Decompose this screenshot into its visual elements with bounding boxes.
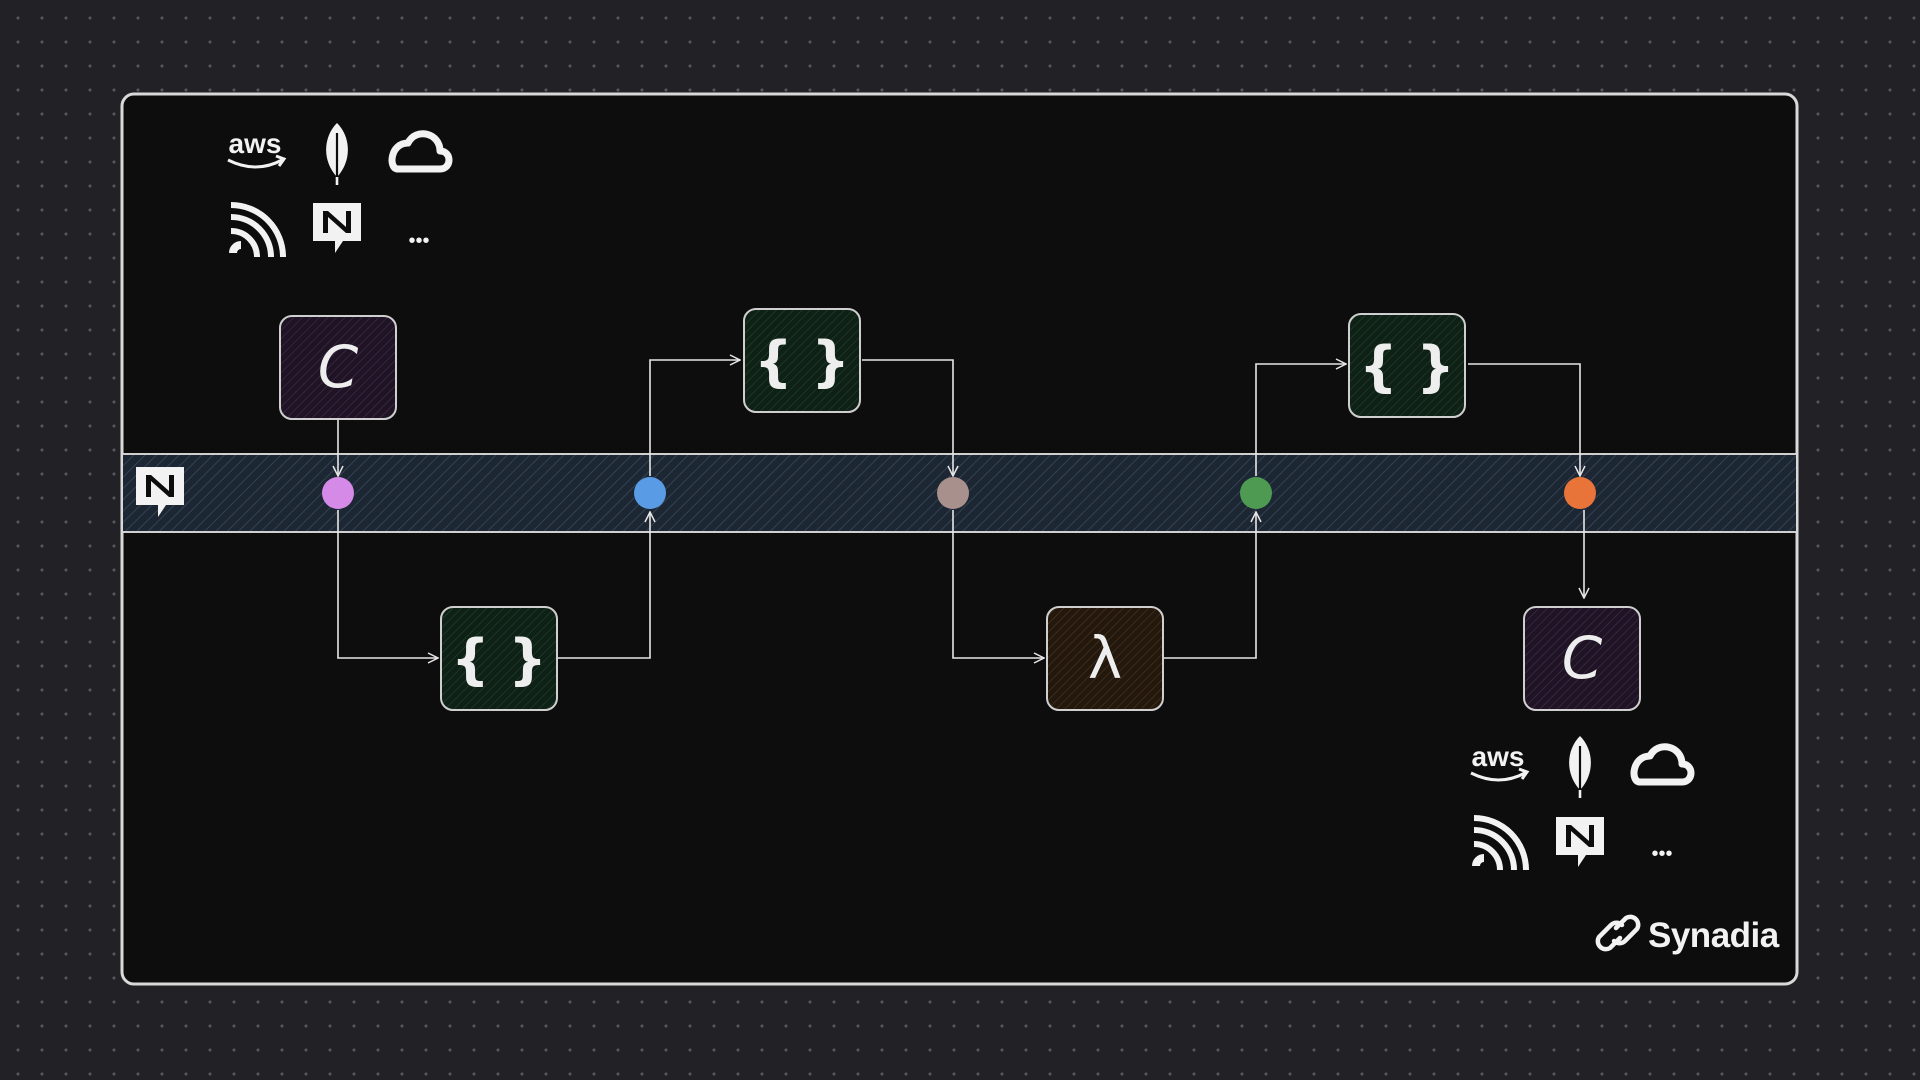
- node-function-2[interactable]: { }: [743, 308, 861, 413]
- more-dots: •••: [408, 230, 429, 252]
- node-lambda[interactable]: λ: [1046, 606, 1164, 711]
- svg-text:aws: aws: [1472, 741, 1525, 772]
- node-consumer-out[interactable]: C: [1523, 606, 1641, 711]
- flow-connectors: [338, 360, 1584, 658]
- aws-logo: aws: [227, 128, 287, 169]
- aws-logo: aws: [1470, 741, 1530, 782]
- more-dots: •••: [1651, 843, 1672, 865]
- subject-dot-orange: [1564, 477, 1596, 509]
- connector-function-3-to-orange: [1468, 363, 1580, 476]
- integrations-top-left: aws •••: [227, 121, 449, 257]
- connector-blue-to-function-2: [649, 360, 740, 476]
- node-glyph: λ: [1088, 624, 1122, 692]
- node-consumer-in[interactable]: C: [279, 315, 397, 420]
- connector-function-2-to-taupe: [862, 359, 953, 476]
- connector-taupe-to-lambda: [952, 510, 1044, 658]
- node-function-3[interactable]: { }: [1348, 313, 1466, 418]
- connector-function-1-to-blue: [558, 512, 650, 659]
- synadia-link-icon: [1595, 914, 1641, 952]
- node-function-1[interactable]: { }: [440, 606, 558, 711]
- node-glyph: { }: [754, 330, 850, 393]
- subject-dot-blue: [634, 477, 666, 509]
- diagram-frame: [120, 92, 1799, 986]
- node-glyph: C: [1562, 624, 1603, 692]
- subject-dot-violet: [322, 477, 354, 509]
- integrations-bottom-right: aws •••: [1470, 734, 1691, 870]
- connector-lambda-to-green: [1164, 512, 1256, 659]
- subject-dots: [322, 477, 1596, 509]
- connector-violet-to-function-1: [337, 510, 438, 658]
- node-glyph: C: [318, 333, 359, 401]
- svg-text:aws: aws: [229, 128, 282, 159]
- brand-name: Synadia: [1648, 916, 1780, 955]
- subject-dot-green: [1240, 477, 1272, 509]
- node-glyph: { }: [1359, 335, 1455, 398]
- connector-green-to-function-3: [1255, 364, 1346, 476]
- subject-dot-taupe: [937, 477, 969, 509]
- synadia-brand: Synadia: [1595, 914, 1780, 955]
- node-glyph: { }: [451, 628, 547, 691]
